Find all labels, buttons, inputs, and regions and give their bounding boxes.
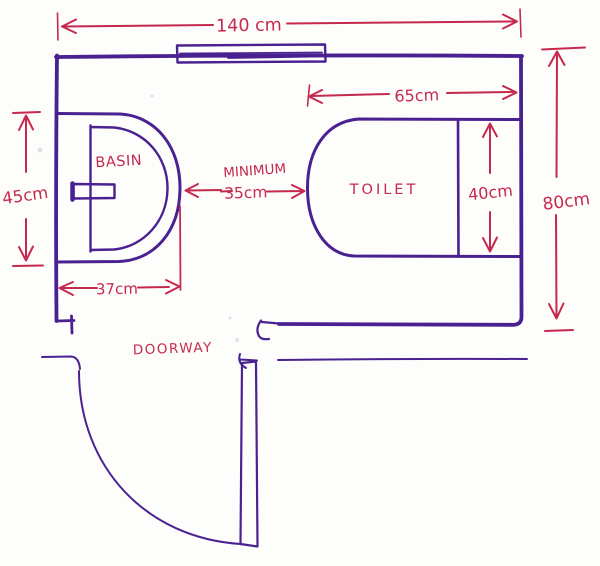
door: DOORWAY xyxy=(41,314,281,548)
room-width-value: 140 cm xyxy=(216,15,282,36)
window-frame xyxy=(175,43,327,64)
dim-arrow-down xyxy=(18,218,34,262)
dim-clearance: MINIMUM 35cm xyxy=(184,161,306,203)
dim-arrow-right xyxy=(446,85,518,100)
dim-tick xyxy=(306,84,311,107)
door-jamb-left-upper xyxy=(55,314,76,335)
basin-tap xyxy=(72,182,116,200)
door-leaf xyxy=(239,360,259,548)
dim-tick xyxy=(541,46,586,51)
clearance-value: 35cm xyxy=(224,183,268,203)
basin-outer-rim xyxy=(55,112,182,264)
dim-arrow-left xyxy=(184,183,233,198)
door-jamb-right-upper xyxy=(256,319,281,341)
dim-arrow-up xyxy=(18,114,34,173)
paper-speck xyxy=(37,147,43,153)
dim-basin-width: 37cm xyxy=(58,205,182,299)
dim-arrow-left xyxy=(58,281,98,296)
dim-extension-line xyxy=(179,205,182,291)
dim-arrow-down xyxy=(482,211,498,253)
dim-tick xyxy=(544,329,574,332)
basin: BASIN xyxy=(55,112,182,264)
dim-arrow-up xyxy=(482,122,498,174)
left-wall xyxy=(54,53,59,323)
basin-bowl xyxy=(89,124,169,253)
toilet-cistern-divider xyxy=(456,119,460,257)
doorway-label: DOORWAY xyxy=(133,340,214,359)
toilet-width-value: 40cm xyxy=(467,181,513,205)
dim-room-depth: 80cm xyxy=(541,46,592,332)
dim-arrow-left xyxy=(61,18,214,34)
dim-tick xyxy=(12,264,44,267)
door-jamb-left-lower xyxy=(41,355,81,370)
dim-arrow-left xyxy=(308,89,390,104)
toilet-outline xyxy=(306,117,522,258)
room-walls xyxy=(54,53,528,361)
window-inner-lines xyxy=(179,51,323,59)
dim-arrow-up xyxy=(548,50,566,178)
dim-tick xyxy=(12,111,41,114)
window xyxy=(175,43,327,64)
dim-tick xyxy=(56,12,59,41)
basin-label: BASIN xyxy=(95,153,142,171)
basin-width-value: 37cm xyxy=(96,280,138,299)
toilet-length-value: 65cm xyxy=(394,85,439,106)
paper-speck xyxy=(228,316,232,320)
dim-arrow-right xyxy=(266,184,306,199)
paper-speck xyxy=(150,94,154,98)
dim-toilet-length: 65cm xyxy=(306,84,518,107)
right-wall-and-bottom-wall xyxy=(277,54,524,327)
dim-basin-depth: 45cm xyxy=(1,111,49,267)
dim-arrow-down xyxy=(548,214,565,320)
toilet-label: TOILET xyxy=(349,182,419,198)
dim-room-width: 140 cm xyxy=(56,8,522,41)
bottom-wall-outer-line xyxy=(277,357,528,361)
paper-speck xyxy=(235,338,239,342)
dim-toilet-width: 40cm xyxy=(467,122,514,253)
room-depth-value: 80cm xyxy=(542,189,592,215)
top-wall xyxy=(54,53,524,59)
dim-arrow-right xyxy=(137,279,181,295)
dim-arrow-right xyxy=(286,13,518,30)
dim-tick xyxy=(519,8,522,38)
door-jamb-right-lower xyxy=(238,353,258,369)
basin-depth-value: 45cm xyxy=(1,183,49,208)
clearance-word: MINIMUM xyxy=(223,161,287,181)
toilet: TOILET xyxy=(306,117,522,258)
door-swing-arc xyxy=(78,370,242,545)
